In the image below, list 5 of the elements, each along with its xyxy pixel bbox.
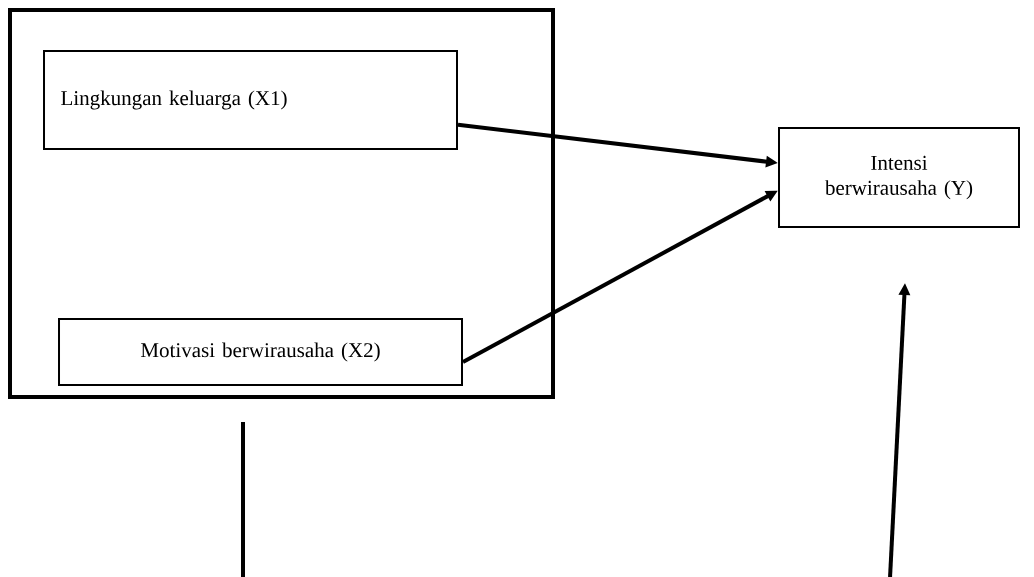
variable-box: Intensi berwirausaha (Y) — [778, 127, 1020, 228]
group-box — [8, 8, 555, 399]
variable-box: Motivasi berwirausaha (X2) — [58, 318, 463, 386]
variable-box: Lingkungan keluarga (X1) — [43, 50, 458, 150]
line — [241, 422, 245, 577]
